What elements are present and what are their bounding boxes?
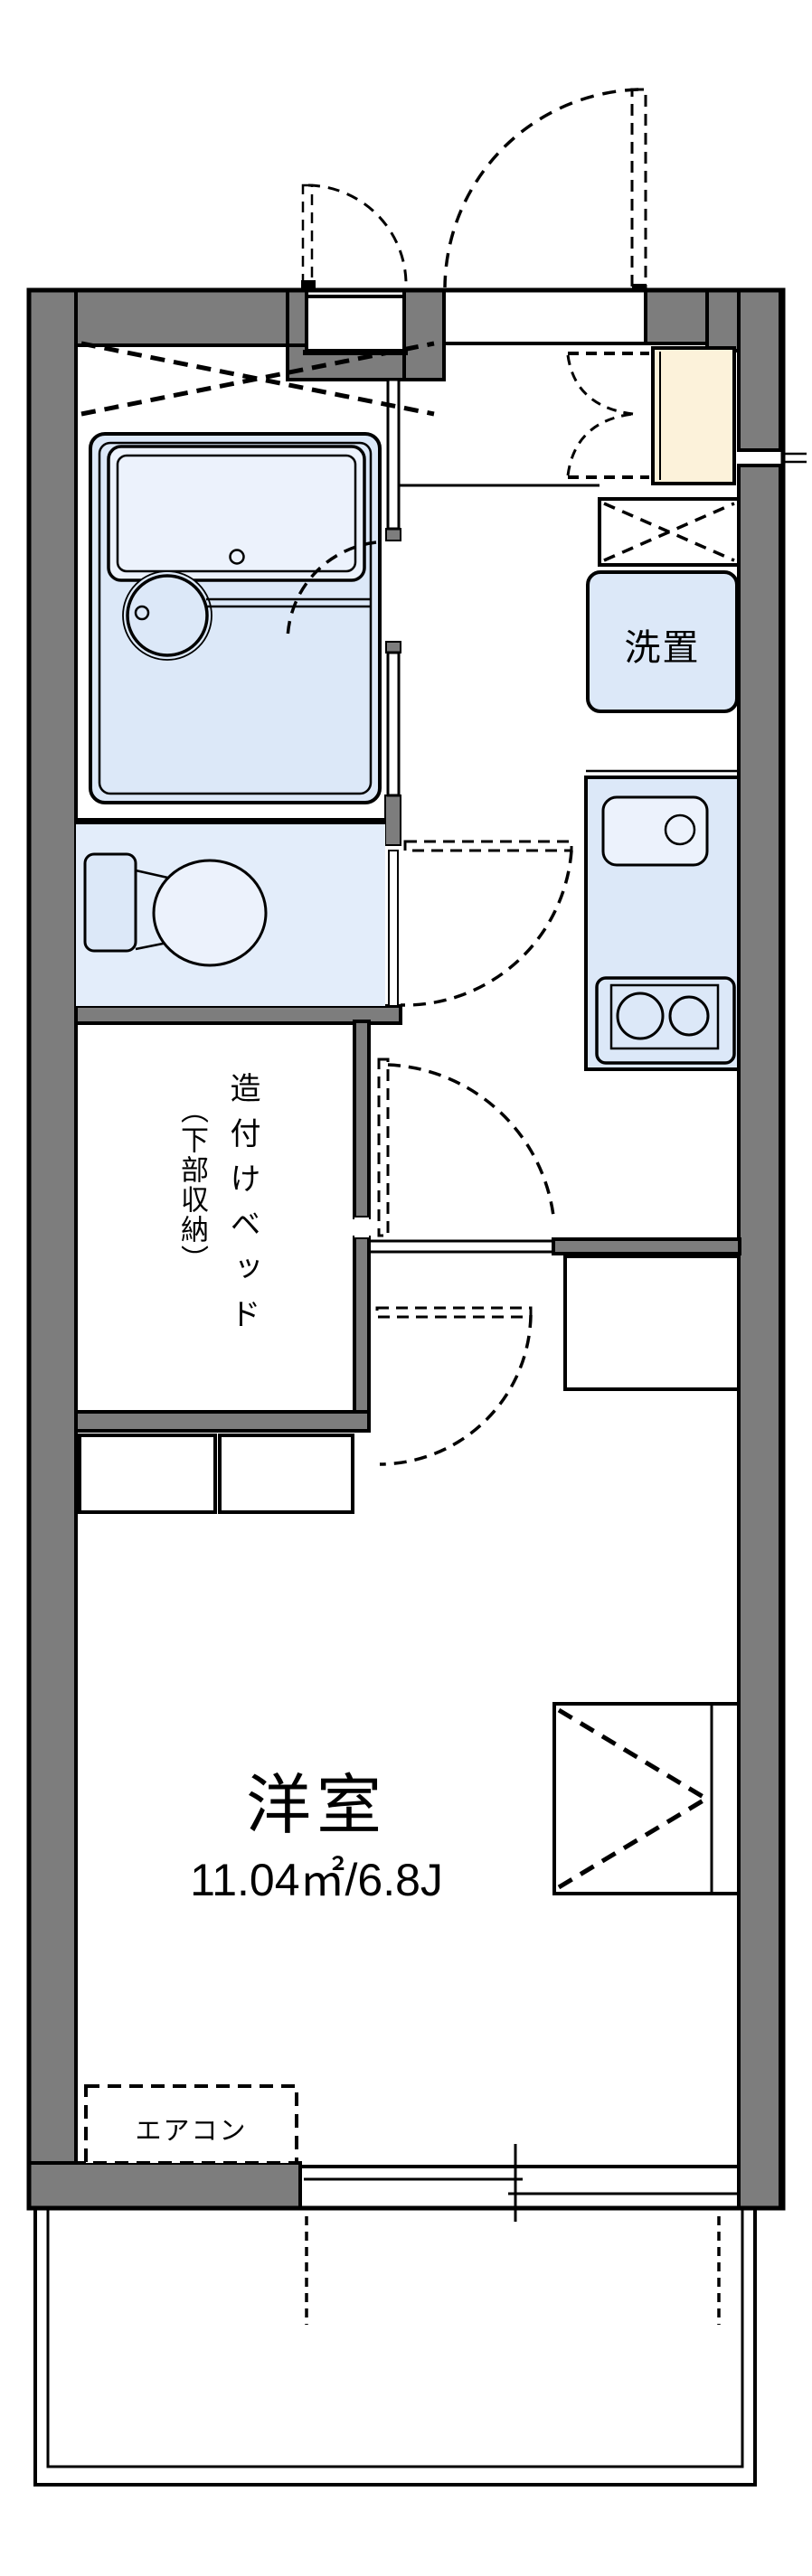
closet-folding-door-marks (557, 1707, 708, 1890)
washbasin-drain-icon (134, 605, 150, 621)
wall-left (27, 288, 78, 2210)
wall-bath-hall-mid (386, 651, 401, 797)
entrance (301, 88, 736, 487)
wall-bed-bottom (74, 1410, 371, 1433)
bedroom-doorway-threshold (369, 1239, 553, 1254)
stove-outer-icon (595, 976, 736, 1065)
wall-right-upper (737, 288, 782, 452)
bed-storage-door-swing-arc (379, 1314, 533, 1466)
bedroom-door-swing-arc (387, 1063, 555, 1217)
bedroom-fixtures (78, 1255, 741, 2165)
door-jamb-bath-lower (385, 641, 401, 653)
stove-burner-left-icon (616, 992, 665, 1040)
thin-walls (354, 378, 401, 1237)
side-vent-lines (781, 452, 807, 464)
toilet-room-top-wall-line (76, 818, 385, 824)
bathtub-inner-outline (116, 454, 357, 573)
alcove-interior (305, 295, 406, 353)
bathroom (80, 341, 435, 804)
entry-door-swing-arc (443, 88, 639, 288)
walls (27, 288, 782, 2210)
wall-bottom (27, 2161, 302, 2210)
cabinet-door-arc-bottom (566, 412, 634, 476)
main-room-name: 洋室 (245, 1770, 387, 1842)
bathtub (107, 445, 366, 582)
stove-inner-icon (609, 983, 720, 1050)
alcove-door-swing-arc (307, 183, 408, 288)
bed-front-storage-box-right (218, 1434, 354, 1514)
bath-counter-lines (206, 597, 371, 608)
bed-storage-door-leaf (375, 1306, 533, 1319)
entry-door-leaf (630, 88, 647, 290)
overhead-storage-x-lines (80, 341, 435, 417)
kitchen-sink-icon (601, 795, 709, 867)
main-room-area: 11.04㎡/6.8J (190, 1855, 443, 1905)
shoe-cabinet (651, 346, 736, 485)
wall-bed-notch (354, 1217, 369, 1237)
built-in-bed-label: 造付けベッド (225, 1072, 260, 1343)
hallway-doors (369, 1058, 555, 1466)
bathtub-drain-icon (229, 549, 245, 565)
toilet-tank-icon (83, 852, 137, 953)
balcony-outer-rail (33, 2210, 757, 2487)
balcony (33, 2210, 757, 2487)
wall-bed-right-upper (353, 1020, 371, 1219)
alcove-door-hinge (301, 280, 316, 288)
overhead-cabinet-x (603, 502, 735, 562)
toilet-bowl-icon (152, 859, 268, 967)
air-conditioner-label: エアコン (135, 2117, 248, 2146)
built-in-bed-sublabel: （下部収納） (176, 1095, 208, 1274)
entrance-alcove (303, 295, 408, 355)
toilet-door-leaf (403, 840, 573, 852)
balcony-inner-rail (46, 2210, 744, 2468)
wall-alcove-right (402, 288, 446, 381)
shoe-cabinet-doors (566, 352, 649, 479)
stove-burner-right-icon (668, 995, 710, 1037)
wall-toilet-hall (388, 850, 399, 1007)
bed-front-storage-box-left (78, 1434, 217, 1514)
toilet-room (76, 818, 573, 1007)
aircon-box (84, 2084, 298, 2165)
building-outline (26, 287, 786, 2211)
bedroom-door-leaf (377, 1058, 390, 1237)
wall-bath-hall-upper (386, 378, 401, 531)
wall-right-lower (737, 464, 782, 2210)
bath-door-swing-arc (286, 541, 377, 643)
toilet-seat-line-top (135, 869, 173, 880)
door-jamb-toilet (384, 794, 401, 846)
kitchen-faucet-icon (664, 813, 696, 846)
door-jamb-bath-upper (385, 528, 401, 541)
unit-bath-inner-outline (98, 441, 373, 795)
cabinet-door-arc-top (566, 354, 634, 416)
washbasin-icon (126, 574, 209, 657)
wall-top-right (644, 288, 709, 345)
sliding-window (300, 2144, 740, 2222)
wall-toilet-bottom (74, 1004, 402, 1025)
wall-hall-bedroom-divider (552, 1237, 741, 1255)
wall-bed-right-lower (353, 1236, 371, 1433)
closet-box (552, 1702, 741, 1895)
washer-space-label: 洗置 (624, 628, 701, 668)
kitchen-column (584, 497, 741, 1071)
entry-door-hinge (632, 284, 647, 292)
washer-space-box (586, 570, 739, 713)
alcove-door-leaf (301, 183, 314, 291)
refrigerator-space-box (563, 1255, 741, 1391)
toilet-door-swing-arc (400, 850, 573, 1007)
